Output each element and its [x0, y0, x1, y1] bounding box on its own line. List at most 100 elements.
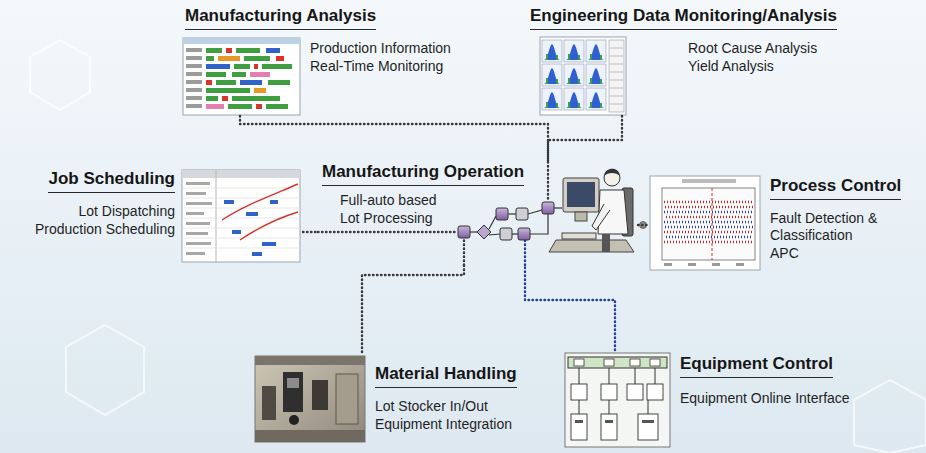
hub-internal-links	[318, 231, 458, 233]
hub-block: Manufacturing OperationFull-auto basedLo…	[318, 162, 638, 265]
equipment-interface-diagram	[568, 357, 667, 368]
production-monitor-screenshot	[254, 88, 266, 93]
yield-histogram-screenshot	[542, 88, 562, 110]
equipment-interface-diagram	[630, 359, 640, 366]
stocker-photo	[255, 430, 365, 442]
scheduling-gantt-screenshot	[222, 184, 298, 220]
function-label: Yield Analysis	[688, 58, 774, 75]
module-heading: Engineering Data Monitoring/Analysis	[530, 6, 837, 30]
spc-chart-screenshot	[682, 179, 736, 183]
scheduling-gantt-screenshot	[186, 232, 208, 235]
module-heading: Process Control	[770, 176, 901, 200]
equipment-interface-diagram	[571, 384, 663, 440]
spc-chart-screenshot	[650, 176, 760, 270]
scheduling-gantt-screenshot	[240, 212, 298, 240]
production-monitor-screenshot	[183, 38, 300, 115]
stocker-photo	[283, 372, 303, 412]
production-monitor-screenshot	[206, 56, 214, 61]
hub-internal-links	[547, 162, 549, 202]
equipment-interface-diagram	[604, 359, 614, 366]
equipment-interface-diagram	[601, 384, 617, 400]
equipment-interface-diagram	[565, 353, 670, 447]
lot-flow-icons	[516, 208, 528, 220]
operator-at-computer	[549, 169, 634, 252]
lot-flow-icons	[530, 214, 548, 234]
stocker-photo	[336, 374, 358, 424]
scheduling-gantt-screenshot	[262, 242, 276, 246]
production-monitor-screenshot	[228, 104, 252, 109]
module-heading: Manufacturing Operation	[322, 162, 524, 186]
scheduling-gantt-screenshot	[222, 184, 298, 240]
production-monitor-screenshot	[216, 80, 236, 85]
production-monitor-screenshot	[206, 72, 226, 77]
yield-histogram-screenshot	[610, 64, 623, 65]
function-label: Equipment Online Interface	[680, 390, 850, 407]
background-hexagons	[66, 325, 144, 415]
production-monitor-screenshot	[206, 48, 222, 53]
lot-flow-icons	[512, 233, 518, 234]
production-monitor-screenshot	[186, 96, 202, 100]
spc-chart-screenshot	[712, 188, 713, 260]
equipment-interface-diagram	[647, 384, 663, 400]
scheduling-gantt-screenshot	[182, 188, 300, 189]
scheduling-gantt-screenshot	[182, 248, 300, 249]
production-monitor-screenshot	[236, 48, 260, 53]
operator-at-computer	[562, 233, 596, 239]
production-monitor-screenshot	[186, 88, 202, 92]
scheduling-gantt-screenshot	[186, 242, 211, 245]
spc-chart-screenshot	[664, 263, 744, 266]
yield-histogram-screenshot	[610, 104, 623, 105]
lot-flow-icons	[542, 202, 554, 214]
module-heading: Manufacturing Analysis	[185, 6, 376, 30]
yield-histogram-screenshot	[542, 64, 562, 86]
equipment-interface-diagram	[575, 420, 654, 423]
function-label: Full-auto based	[340, 192, 437, 209]
spc-chart-screenshot	[665, 206, 753, 209]
function-label: Lot Processing	[340, 210, 433, 227]
yield-histogram-screenshot	[586, 40, 606, 62]
equipment-interface-diagram	[609, 400, 610, 414]
lot-flow-icons	[489, 234, 500, 235]
production-monitor-screenshot	[183, 38, 300, 44]
equipment-interface-diagram	[571, 384, 587, 400]
equipment-interface-diagram	[579, 368, 655, 414]
yield-histogram-screenshot	[586, 88, 606, 110]
equipment-interface-diagram	[605, 420, 613, 423]
hub-internal-links	[463, 238, 465, 265]
yield-histogram-screenshot	[610, 72, 623, 73]
module-block: Engineering Data Monitoring/AnalysisRoot…	[528, 6, 888, 116]
lot-flow-icons	[554, 207, 562, 208]
spc-chart-screenshot	[664, 221, 753, 224]
production-monitor-screenshot	[206, 72, 270, 109]
yield-histogram-screenshot	[564, 40, 584, 62]
operator-at-computer	[567, 182, 595, 207]
function-label: Production Scheduling	[35, 221, 175, 238]
equipment-interface-diagram	[601, 414, 617, 440]
equipment-interface-diagram	[635, 368, 636, 384]
yield-histogram-screenshot	[540, 37, 626, 115]
production-monitor-screenshot	[206, 88, 250, 93]
equipment-interface-diagram	[655, 368, 656, 384]
lot-flow-icons	[458, 226, 470, 238]
spc-chart-screenshot	[664, 231, 753, 234]
spc-chart-screenshot	[664, 202, 753, 242]
scheduling-gantt-screenshot	[186, 182, 210, 185]
production-monitor-screenshot	[218, 56, 240, 61]
equipment-interface-diagram	[648, 400, 649, 414]
production-monitor-screenshot	[206, 104, 224, 109]
production-monitor-screenshot	[206, 64, 230, 69]
spc-chart-screenshot	[712, 263, 720, 266]
production-monitor-screenshot	[206, 96, 218, 101]
operator-at-computer	[602, 234, 610, 252]
production-monitor-screenshot	[186, 72, 202, 76]
equipment-interface-diagram	[579, 368, 580, 384]
dotted-connector	[362, 265, 464, 352]
production-monitor-screenshot	[186, 104, 202, 108]
scheduling-gantt-screenshot	[246, 212, 258, 216]
equipment-interface-diagram	[650, 359, 660, 366]
function-label: Root Cause Analysis	[688, 40, 817, 57]
yield-histogram-screenshot	[564, 64, 584, 86]
lot-flow-icons	[528, 210, 542, 214]
production-monitor-screenshot	[206, 48, 280, 85]
production-monitor-screenshot	[262, 64, 292, 69]
